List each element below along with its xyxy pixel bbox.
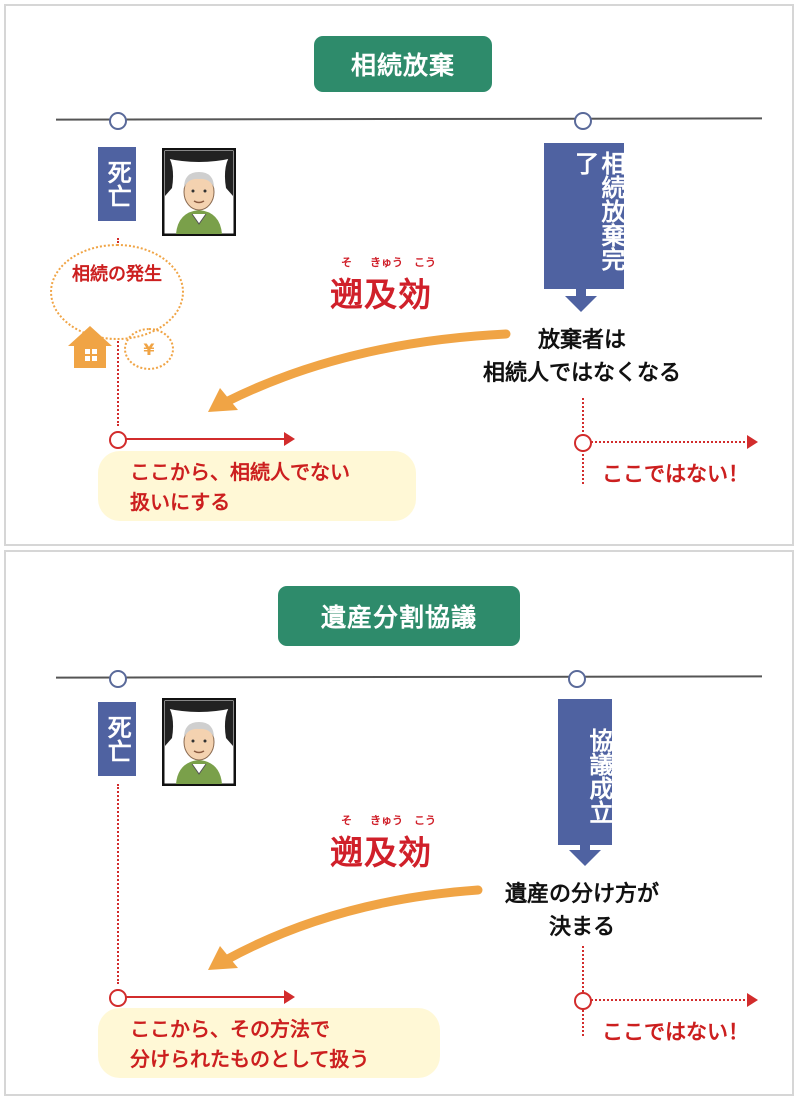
panel-title: 相続放棄: [314, 36, 492, 92]
panel-title: 遺産分割協議: [278, 586, 520, 646]
effective-point-node: [109, 989, 127, 1007]
note-line-2: 扱いにする: [130, 490, 231, 514]
result-line-1: 放棄者は: [537, 328, 626, 353]
retroactive-arrow: [208, 885, 483, 970]
event-label: 協議成立: [558, 699, 613, 845]
retroactive-effect-label: 遡及効: [330, 833, 432, 872]
portrait-icon: [162, 148, 236, 236]
retroactive-arrow: [208, 329, 511, 412]
down-arrow: [565, 296, 597, 312]
note-line-2: 分けられたものとして扱う: [130, 1047, 370, 1071]
note-line-1: ここから、相続人でない: [130, 460, 350, 484]
event-label: 相続放棄完了: [544, 143, 625, 289]
result-text: 放棄者は 相続人ではなくなる: [454, 324, 710, 390]
timeline-node-event: [568, 670, 586, 688]
ruby-so: そ: [341, 256, 352, 269]
ruby-kou: こう: [414, 256, 436, 269]
effective-line: [126, 438, 286, 440]
not-here-arrow-head: [747, 993, 758, 1007]
result-line-1: 遺産の分け方が: [504, 882, 659, 907]
effective-arrow-head: [284, 990, 295, 1004]
result-text: 遺産の分け方が 決まる: [476, 878, 688, 944]
timeline-node-death: [109, 670, 127, 688]
not-here-text: ここではない！: [602, 1020, 749, 1044]
retroactive-effect-label: 遡及効: [330, 275, 432, 314]
event-dotted-line: [582, 946, 584, 1036]
timeline: [55, 675, 763, 679]
yen-icon: ¥: [124, 328, 174, 370]
down-arrow-stem: [580, 845, 590, 851]
down-arrow-stem: [576, 289, 586, 297]
effective-line: [126, 996, 286, 998]
not-here-dotted-line: [591, 999, 749, 1001]
not-here-dotted-line: [591, 441, 749, 443]
death-label: 死亡: [98, 702, 136, 776]
effective-arrow-head: [284, 432, 295, 446]
not-here-arrow-head: [747, 435, 758, 449]
ruby-kou: こう: [414, 814, 436, 827]
not-here-text: ここではない！: [602, 462, 749, 486]
inheritance-occurs-text: 相続の発生: [72, 264, 162, 285]
not-here-node: [574, 434, 592, 452]
ruby-kyuu: きゅう: [370, 256, 403, 269]
panel-inheritance-renunciation: 相続放棄 死亡 相続放棄完了 相続の発生: [4, 4, 794, 546]
effective-point-node: [109, 431, 127, 449]
ruby-so: そ: [341, 814, 352, 827]
note-line-1: ここから、その方法で: [130, 1017, 330, 1041]
death-dotted-line: [117, 784, 119, 984]
inheritance-occurs-bubble: [50, 244, 184, 340]
portrait-icon: [162, 698, 236, 786]
note-box: ここから、相続人でない 扱いにする: [98, 451, 416, 521]
timeline-node-death: [109, 112, 127, 130]
note-box: ここから、その方法で 分けられたものとして扱う: [98, 1008, 440, 1078]
panel-estate-division: 遺産分割協議 死亡 協議成立 そ きゅう こう 遡及効: [4, 550, 794, 1096]
not-here-node: [574, 992, 592, 1010]
timeline-node-event: [574, 112, 592, 130]
result-line-2: 相続人ではなくなる: [482, 361, 681, 386]
death-label: 死亡: [98, 147, 136, 221]
timeline: [55, 117, 763, 121]
down-arrow: [569, 850, 601, 866]
house-icon: [68, 326, 112, 368]
result-line-2: 決まる: [548, 915, 615, 940]
ruby-kyuu: きゅう: [370, 814, 403, 827]
